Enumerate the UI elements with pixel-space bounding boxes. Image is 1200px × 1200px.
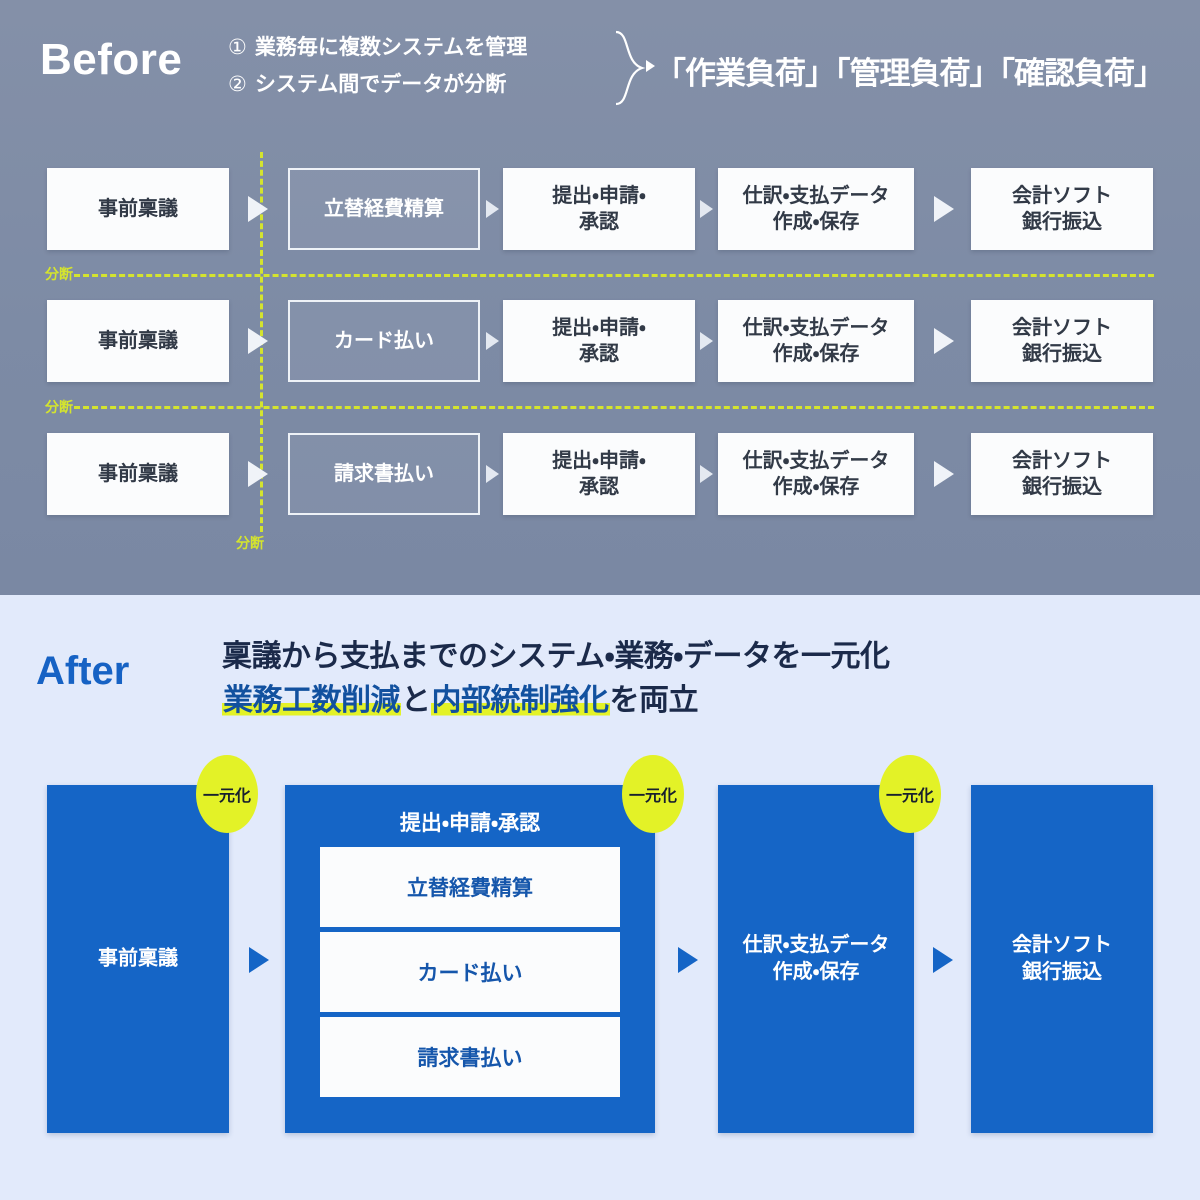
- highlight-work-reduction: 業務工数削減: [222, 683, 401, 717]
- after-approval-item-2: カード払い: [320, 932, 620, 1012]
- before-r1-step4: 仕訳・支払データ作成・保存: [718, 168, 914, 250]
- unify-badge-3: 一元化: [879, 755, 941, 833]
- after-headline-line1: 稟議から支払までのシステム・業務・データを一元化: [222, 640, 890, 673]
- unify-badge-1: 一元化: [196, 755, 258, 833]
- before-r2-step5: 会計ソフト銀行振込: [971, 300, 1153, 382]
- arrow-icon-r1-3: [700, 200, 713, 218]
- before-bullet-2: ② システム間でデータが分断: [228, 71, 608, 98]
- bullet-number-2: ②: [228, 73, 247, 97]
- after-title: After: [36, 649, 130, 693]
- headline-suffix: を両立: [609, 683, 699, 717]
- arrow-icon-r3-3: [700, 465, 713, 483]
- before-burden-text: 「作業負荷」「管理負荷」「確認負荷」: [655, 56, 1165, 91]
- after-box-journal: 仕訳・支払データ作成・保存: [718, 785, 914, 1133]
- arrow-icon-r2-2: [486, 332, 499, 350]
- before-flow-row-1: 事前稟議 立替経費精算 提出・申請・承認 仕訳・支払データ作成・保存 会計ソフト…: [0, 168, 1200, 250]
- arrow-icon-r3-2: [486, 465, 499, 483]
- after-approval-item-3: 請求書払い: [320, 1017, 620, 1097]
- before-r2-step3: 提出・申請・承認: [503, 300, 695, 382]
- after-box-approval: 提出・申請・承認 立替経費精算 カード払い 請求書払い: [285, 785, 655, 1133]
- after-box-accounting: 会計ソフト銀行振込: [971, 785, 1153, 1133]
- before-r3-step5: 会計ソフト銀行振込: [971, 433, 1153, 515]
- brace-arrow-icon: [646, 60, 655, 72]
- highlight-internal-control: 内部統制強化: [430, 683, 610, 717]
- before-r3-step3: 提出・申請・承認: [503, 433, 695, 515]
- before-r2-step2: カード払い: [288, 300, 480, 382]
- arrow-icon-r2-3: [700, 332, 713, 350]
- before-r3-step2: 請求書払い: [288, 433, 480, 515]
- after-headline-line2: 業務工数削減と内部統制強化を両立: [222, 679, 1182, 723]
- before-r2-step1: 事前稟議: [47, 300, 229, 382]
- arrow-icon-r1-2: [486, 200, 499, 218]
- arrow-icon-r1-1: [248, 196, 268, 222]
- arrow-icon-r2-1: [248, 328, 268, 354]
- divider-dashed-2: [74, 406, 1154, 409]
- after-section: After 稟議から支払までのシステム・業務・データを一元化 業務工数削減と内部…: [0, 595, 1200, 1200]
- unify-badge-2: 一元化: [622, 755, 684, 833]
- headline-conjunction: と: [401, 683, 431, 717]
- after-box-approval-title: 提出・申請・承認: [399, 812, 541, 835]
- before-flow-row-3: 事前稟議 請求書払い 提出・申請・承認 仕訳・支払データ作成・保存 会計ソフト銀…: [0, 433, 1200, 515]
- before-flow-row-2: 事前稟議 カード払い 提出・申請・承認 仕訳・支払データ作成・保存 会計ソフト銀…: [0, 300, 1200, 382]
- after-box-ringi: 事前稟議: [47, 785, 229, 1133]
- after-approval-item-list: 立替経費精算 カード払い 請求書払い: [320, 847, 620, 1097]
- before-bullet-list: ① 業務毎に複数システムを管理 ② システム間でデータが分断: [228, 34, 608, 109]
- before-bullet-1: ① 業務毎に複数システムを管理: [228, 34, 608, 61]
- after-arrow-icon-1: [249, 947, 269, 973]
- before-title: Before: [40, 35, 183, 84]
- before-r3-step4: 仕訳・支払データ作成・保存: [718, 433, 914, 515]
- before-section: Before ① 業務毎に複数システムを管理 ② システム間でデータが分断 「作…: [0, 0, 1200, 595]
- arrow-icon-r1-4: [934, 196, 954, 222]
- divider-label-1: 分断: [45, 266, 73, 282]
- bullet-number-1: ①: [228, 36, 247, 59]
- arrow-icon-r3-4: [934, 461, 954, 487]
- divider-label-3: 分断: [236, 535, 264, 551]
- before-r1-step2: 立替経費精算: [288, 168, 480, 250]
- after-box-ringi-label: 事前稟議: [98, 947, 178, 970]
- before-r3-step1: 事前稟議: [47, 433, 229, 515]
- after-box-journal-label: 仕訳・支払データ作成・保存: [742, 934, 890, 983]
- after-approval-item-1: 立替経費精算: [320, 847, 620, 927]
- after-headline: 稟議から支払までのシステム・業務・データを一元化 業務工数削減と内部統制強化を両…: [222, 635, 1182, 722]
- after-arrow-icon-3: [933, 947, 953, 973]
- arrow-icon-r2-4: [934, 328, 954, 354]
- curly-brace-icon: [615, 30, 646, 106]
- before-r1-step1: 事前稟議: [47, 168, 229, 250]
- bullet-text-1: 業務毎に複数システムを管理: [254, 36, 528, 59]
- after-arrow-icon-2: [678, 947, 698, 973]
- divider-dashed-1: [74, 274, 1154, 277]
- before-r2-step4: 仕訳・支払データ作成・保存: [718, 300, 914, 382]
- divider-label-2: 分断: [45, 399, 73, 415]
- before-r1-step3: 提出・申請・承認: [503, 168, 695, 250]
- after-box-accounting-label: 会計ソフト銀行振込: [1012, 934, 1112, 983]
- bullet-text-2: システム間でデータが分断: [254, 73, 507, 97]
- arrow-icon-r3-1: [248, 461, 268, 487]
- before-r1-step5: 会計ソフト銀行振込: [971, 168, 1153, 250]
